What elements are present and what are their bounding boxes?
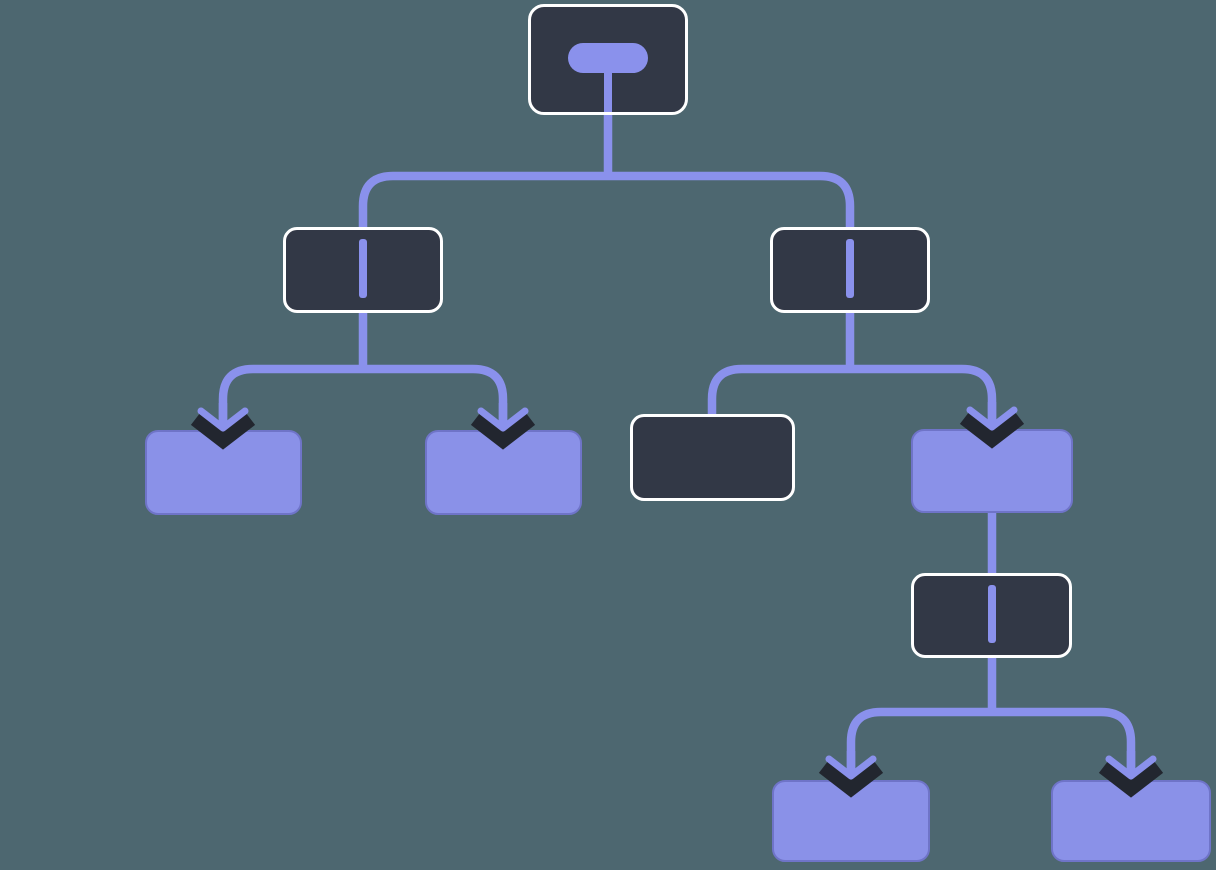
branch-node-right [770, 227, 930, 313]
chevron-down-arrow-icon [470, 403, 536, 450]
root-stem-line [604, 69, 612, 112]
chevron-down-arrow-icon [818, 751, 884, 798]
edge-left-split [218, 364, 508, 426]
root-node [528, 4, 688, 115]
edge-right-split [707, 364, 997, 426]
chevron-down-arrow-icon [190, 403, 256, 450]
edge-bottom-split [846, 707, 1136, 775]
chevron-down-arrow-icon [959, 402, 1025, 449]
branch-node-bottom [911, 573, 1072, 658]
branch-node-left [283, 227, 443, 313]
dark-node-plain [630, 414, 795, 501]
pass-through-line [987, 585, 996, 643]
root-pill-icon [568, 43, 648, 73]
chevron-down-arrow-icon [1098, 751, 1164, 798]
pass-through-line [359, 239, 367, 298]
pass-through-line [846, 239, 854, 298]
edge-root-split [358, 171, 855, 240]
